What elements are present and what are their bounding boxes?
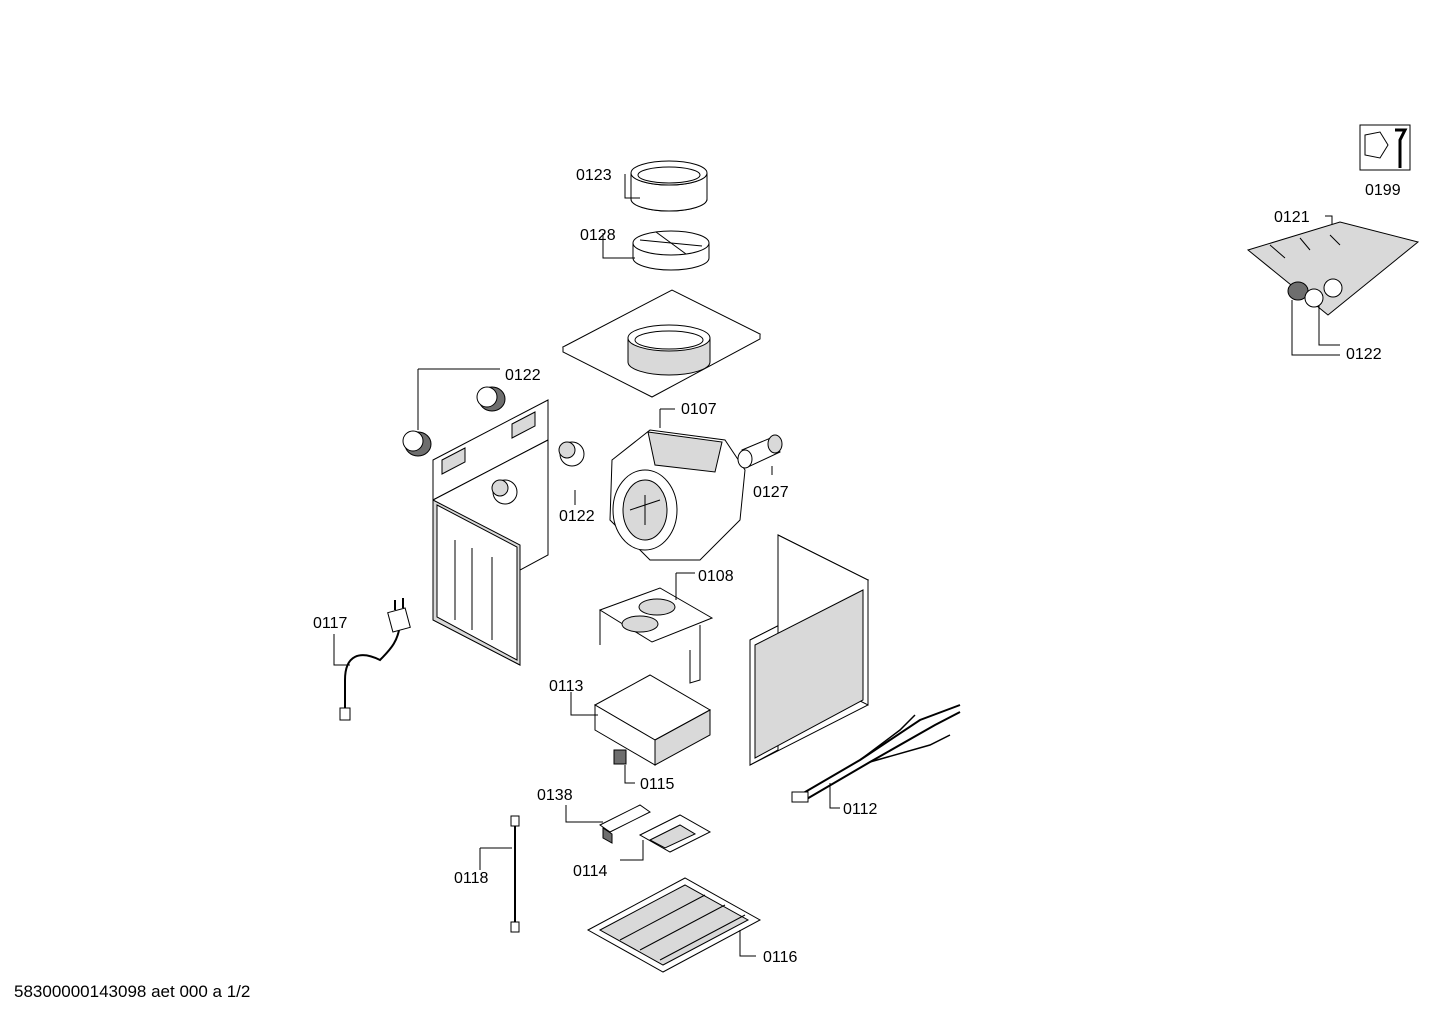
- knob-0122-a: [476, 386, 506, 412]
- label-0112: 0112: [843, 801, 878, 818]
- label-0114: 0114: [573, 863, 608, 880]
- housing-frame: [432, 399, 549, 666]
- backdraft-damper-0128: [632, 230, 710, 271]
- wiring-harness-0112: [791, 704, 961, 803]
- label-0127: 0127: [753, 484, 789, 501]
- label-0115: 0115: [640, 776, 675, 793]
- label-0199: 0199: [1365, 182, 1401, 199]
- knob-0122-b: [402, 430, 432, 457]
- power-cord-0117: [339, 598, 411, 721]
- label-0118: 0118: [454, 870, 489, 887]
- label-0107: 0107: [681, 401, 717, 418]
- control-box-0113: [593, 674, 712, 766]
- label-0128: 0128: [580, 227, 616, 244]
- blower-housing-0107: [609, 429, 746, 561]
- label-0123: 0123: [576, 167, 612, 184]
- circuit-board-0114: [638, 814, 712, 853]
- filter-grid-0116: [586, 877, 762, 973]
- bracket-0138: [599, 804, 651, 844]
- wire-0118: [510, 815, 520, 933]
- leader-lines: [333, 174, 1340, 957]
- label-0113: 0113: [549, 678, 584, 695]
- label-0117: 0117: [313, 615, 348, 632]
- label-0138: 0138: [537, 787, 573, 804]
- capacitor-0127: [737, 434, 783, 469]
- side-panel: [749, 534, 870, 766]
- switch-0115: [613, 749, 627, 765]
- label-0108: 0108: [698, 568, 734, 585]
- label-0121: 0121: [1274, 209, 1310, 226]
- top-plate: [561, 289, 762, 398]
- document-reference: 58300000143098 aet 000 a 1/2: [14, 982, 251, 1001]
- knob-0122-d: [491, 479, 518, 505]
- motor-bracket-0108: [598, 587, 714, 684]
- knob-0122-c: [558, 441, 585, 467]
- label-0122-top: 0122: [505, 367, 541, 384]
- wrench-icon: [1359, 124, 1411, 171]
- label-0122-kit: 0122: [1346, 346, 1382, 363]
- label-0116: 0116: [763, 949, 798, 966]
- accessory-kit-0121: [1246, 221, 1420, 316]
- duct-collar-0123: [630, 160, 708, 212]
- label-0122-mid: 0122: [559, 508, 595, 525]
